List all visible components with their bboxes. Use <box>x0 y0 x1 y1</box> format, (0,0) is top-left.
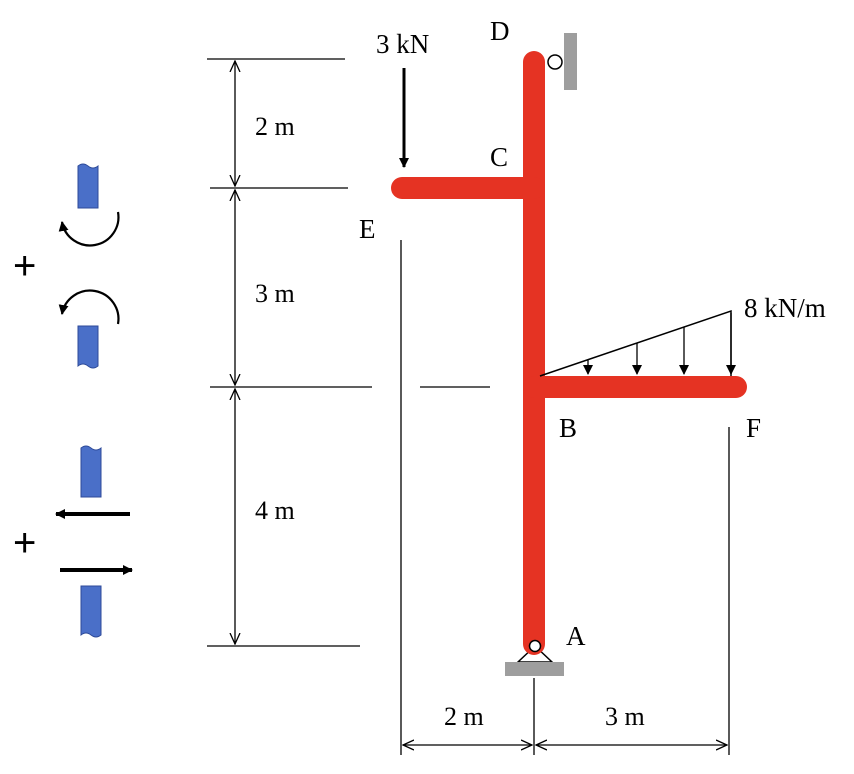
pin-a <box>528 639 542 653</box>
clockwise-arc-icon <box>58 289 120 325</box>
frame-members <box>391 51 747 655</box>
vertical-dimensions: 2 m 3 m 4 m <box>207 58 490 647</box>
distributed-load <box>539 309 736 377</box>
label-point-a: A <box>566 621 586 651</box>
moment-sign-convention: + <box>13 163 120 369</box>
dimension-label-ba: 4 m <box>255 496 295 525</box>
label-point-f: F <box>746 413 761 443</box>
shear-sign-convention: + <box>13 445 133 638</box>
moment-plus-sign: + <box>13 244 36 288</box>
point-load-label: 3 kN <box>376 29 429 59</box>
dimension-label-ea: 2 m <box>444 702 484 731</box>
section-block-shear-upper <box>80 445 102 498</box>
label-point-e: E <box>359 214 376 244</box>
section-block-shear-lower <box>80 585 102 638</box>
distributed-load-label: 8 kN/m <box>744 293 826 323</box>
label-point-b: B <box>559 413 577 443</box>
dimension-label-cb: 3 m <box>255 279 295 308</box>
horizontal-dimensions: 2 m 3 m <box>400 240 730 755</box>
label-point-d: D <box>490 16 510 46</box>
section-block-upper <box>77 163 99 209</box>
section-block-lower <box>77 325 99 369</box>
dimension-label-dc: 2 m <box>255 112 295 141</box>
shear-plus-sign: + <box>13 521 36 565</box>
dimension-label-af: 3 m <box>605 702 645 731</box>
label-point-c: C <box>490 142 508 172</box>
roller-support-d <box>547 33 577 90</box>
counterclockwise-arc-icon <box>58 211 120 247</box>
